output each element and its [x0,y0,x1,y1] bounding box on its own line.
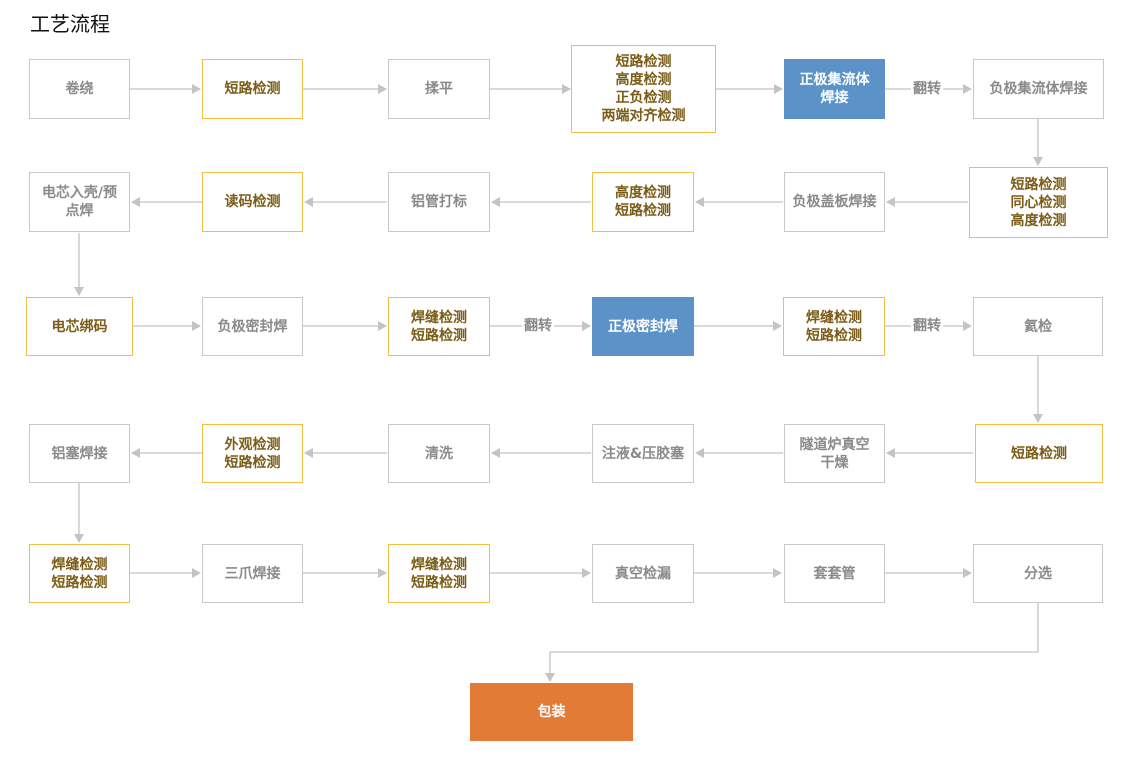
process-node: 三爪焊接 [202,544,303,603]
process-node: 清洗 [388,424,490,483]
process-node: 铝塞焊接 [29,424,130,483]
process-node: 电芯绑码 [26,297,133,356]
process-node: 焊缝检测 短路检测 [783,297,885,356]
process-node: 套套管 [784,544,885,603]
process-node: 卷绕 [29,59,130,119]
process-node: 短路检测 同心检测 高度检测 [969,167,1108,238]
edge-label: 翻转 [911,318,943,334]
diagram-title: 工艺流程 [30,12,110,36]
process-node: 注液&压胶塞 [592,424,694,483]
process-node-final: 包装 [470,683,633,741]
process-node: 焊缝检测 短路检测 [388,297,490,356]
process-node: 焊缝检测 短路检测 [29,544,130,603]
process-node: 读码检测 [202,172,303,232]
process-node: 铝管打标 [388,172,490,232]
process-node: 揉平 [388,59,490,119]
edge-label: 翻转 [911,81,943,97]
process-node: 负极盖板焊接 [784,172,885,232]
edge [545,603,1039,682]
process-node: 真空检漏 [592,544,694,603]
process-node: 负极集流体焊接 [973,59,1104,119]
process-node: 分选 [973,544,1103,603]
process-node: 电芯入壳/预 点焊 [29,172,130,232]
process-node: 隧道炉真空 干燥 [784,424,885,483]
process-node: 氦检 [973,297,1103,356]
process-node: 正极集流体 焊接 [784,59,885,119]
process-node: 短路检测 [202,59,303,119]
process-node: 短路检测 高度检测 正负检测 两端对齐检测 [571,45,716,133]
process-node: 短路检测 [975,424,1103,483]
process-node: 负极密封焊 [202,297,303,356]
edge-label: 翻转 [522,318,554,334]
process-node: 正极密封焊 [592,297,694,356]
process-node: 焊缝检测 短路检测 [388,544,490,603]
process-node: 高度检测 短路检测 [592,172,694,232]
process-node: 外观检测 短路检测 [202,424,303,483]
